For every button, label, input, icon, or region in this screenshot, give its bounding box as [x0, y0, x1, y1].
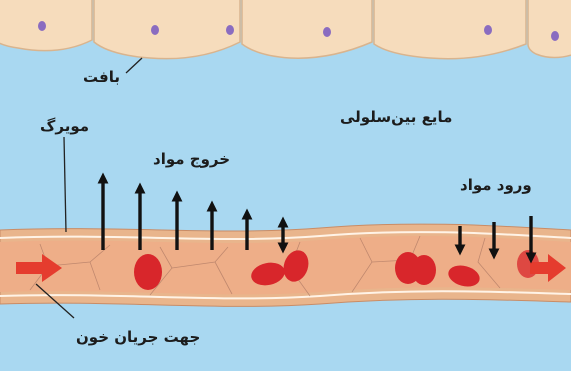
- cell-nucleus: [226, 25, 234, 35]
- cell-nucleus: [38, 21, 46, 31]
- substances-out-label: خروج مواد: [153, 150, 230, 168]
- red-blood-cell: [412, 255, 436, 285]
- tissue-label: بافت: [83, 68, 120, 86]
- tissue-cell: [242, 0, 372, 58]
- cell-nucleus: [151, 25, 159, 35]
- cell-nucleus: [323, 27, 331, 37]
- tissue-cell: [528, 0, 571, 58]
- interstitial-fluid-label: مایع بین‌سلولی: [340, 108, 452, 126]
- red-blood-cell: [134, 254, 162, 290]
- substances-in-label: ورود مواد: [460, 176, 532, 194]
- blood-flow-direction-label: جهت جریان خون: [76, 328, 200, 346]
- cell-nucleus: [484, 25, 492, 35]
- capillary-label: مویرگ: [40, 117, 89, 135]
- tissue-cell: [374, 0, 526, 59]
- tissue-cell: [0, 0, 92, 51]
- cell-nucleus: [551, 31, 559, 41]
- tissue-cell: [94, 0, 240, 59]
